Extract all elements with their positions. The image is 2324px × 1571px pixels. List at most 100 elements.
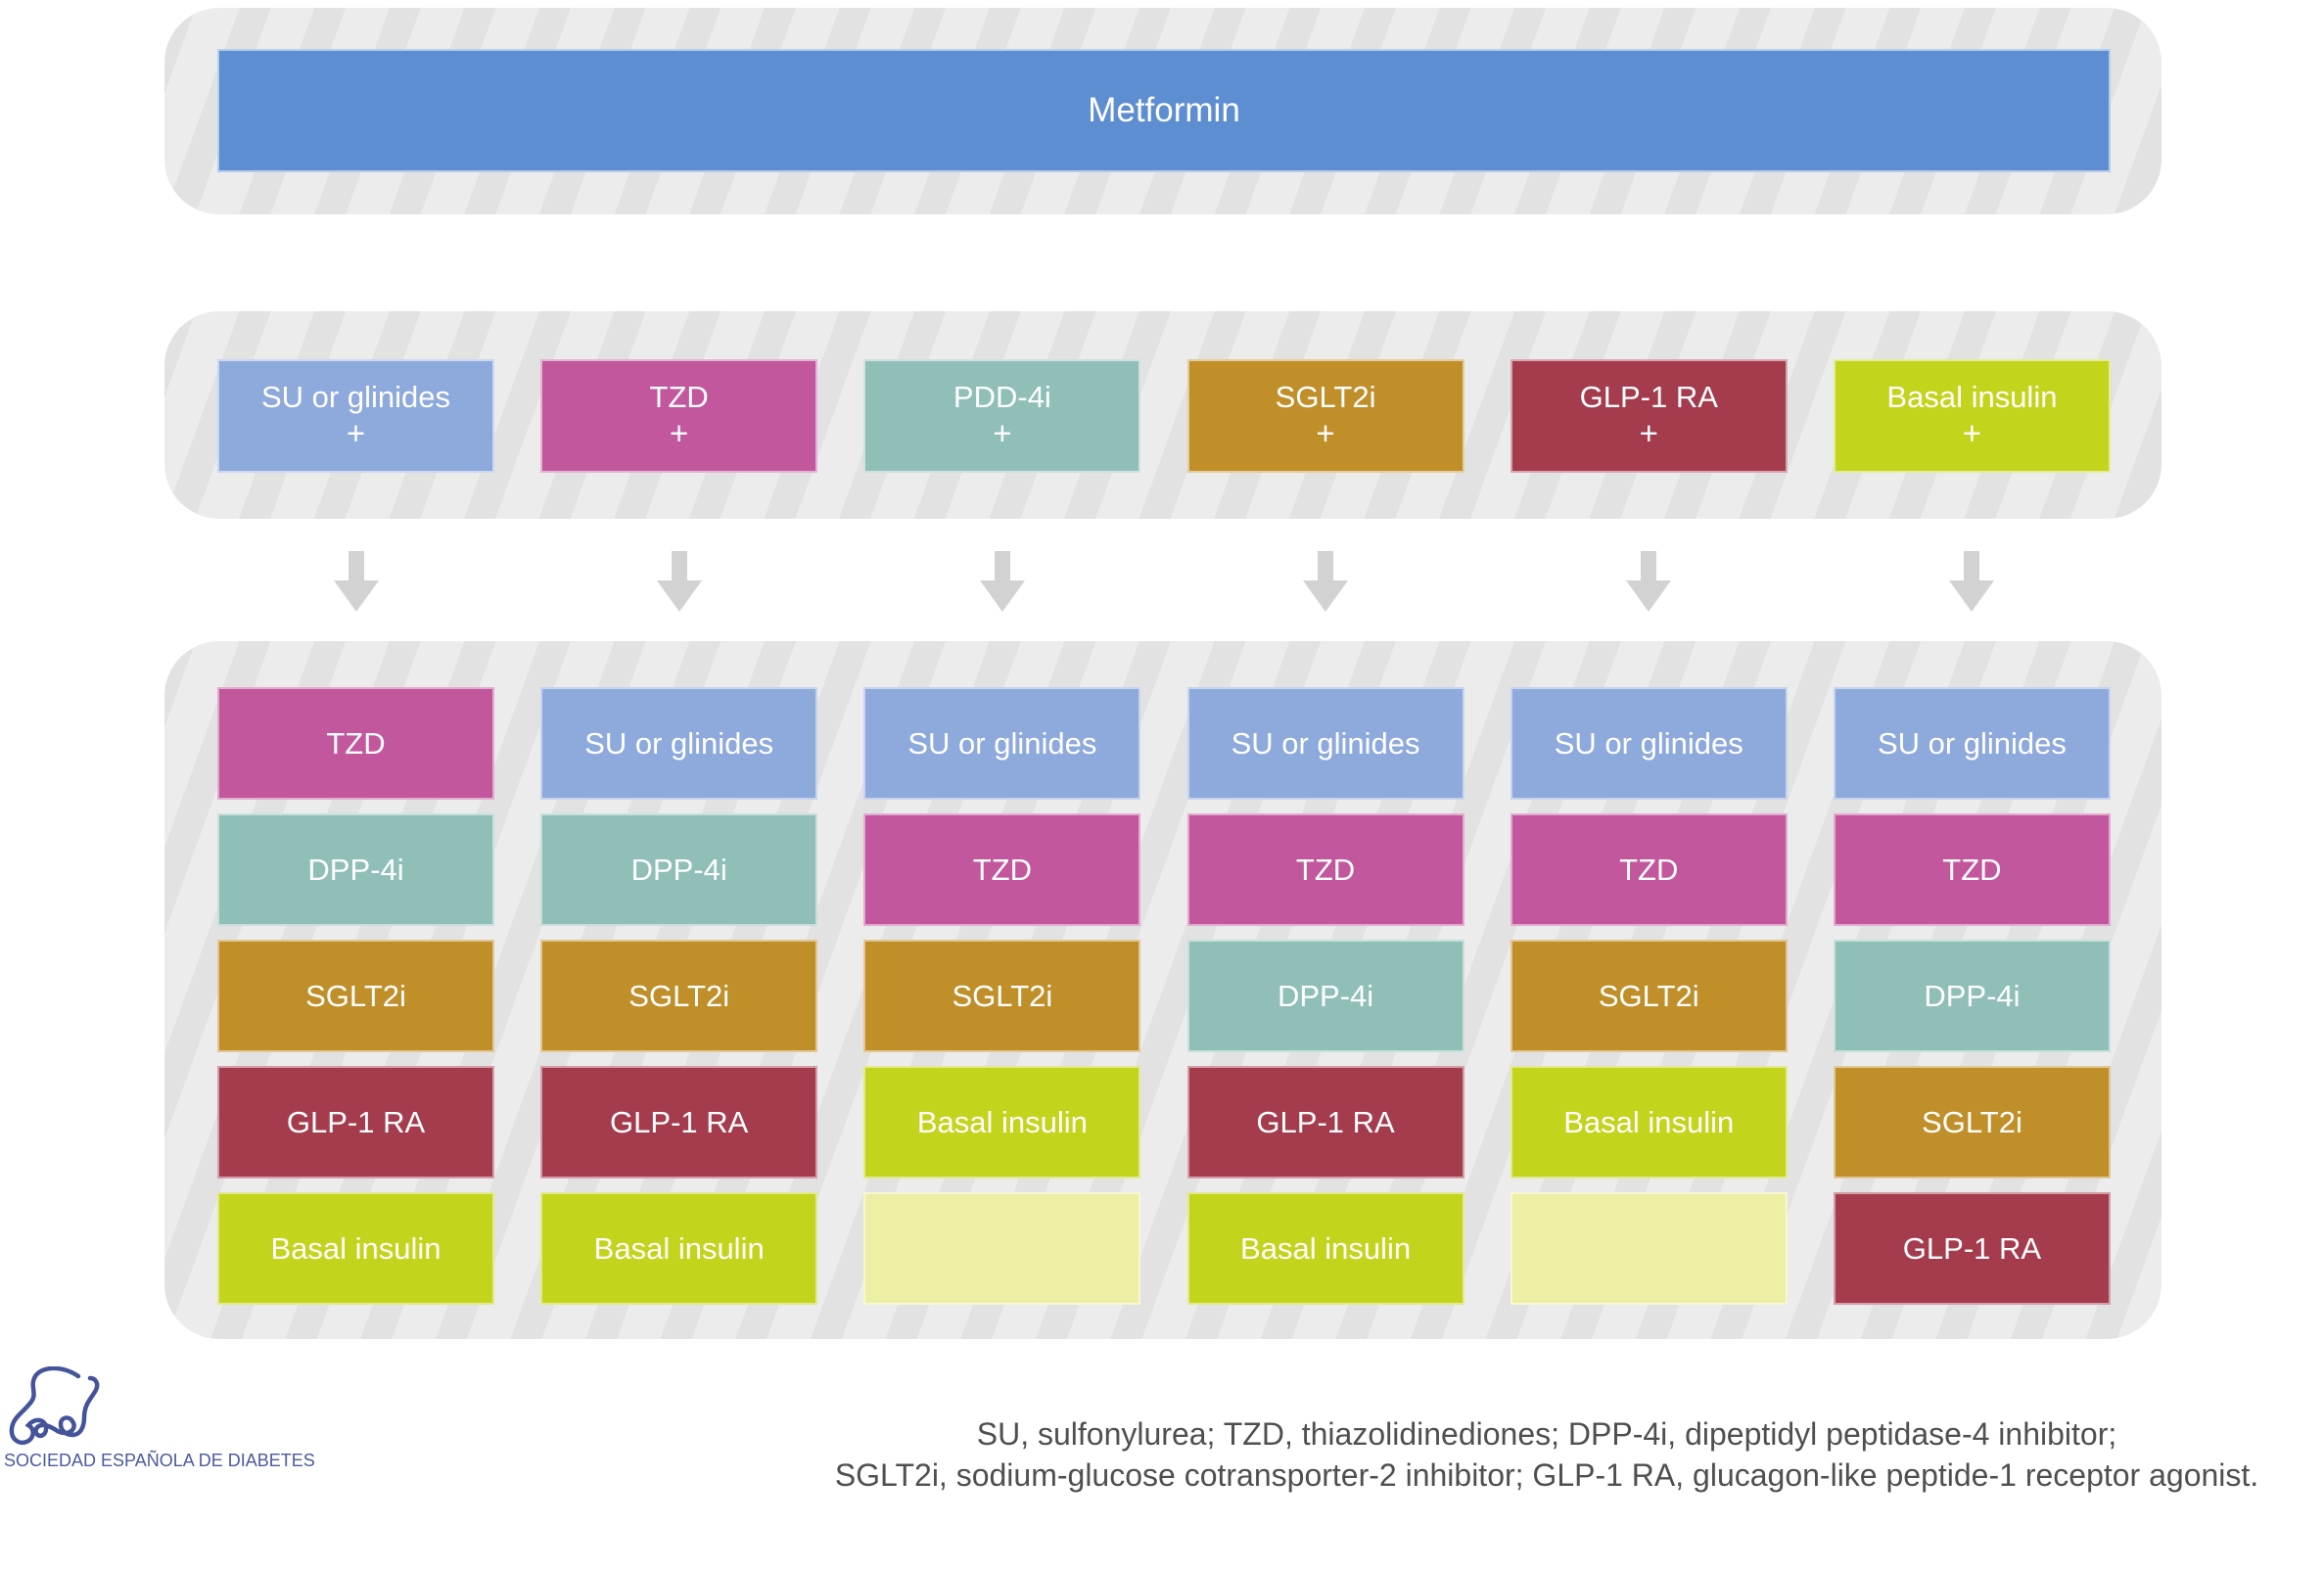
combination-box: Basal insulin +	[1833, 359, 2111, 473]
down-arrow-icon	[1303, 551, 1349, 612]
option-column: SU or glinides DPP-4i SGLT2i GLP-1 RA Ba…	[540, 687, 818, 1305]
option-cell-label: TZD	[1295, 852, 1356, 887]
option-cell-label: DPP-4i	[630, 852, 727, 887]
option-cell: Basal insulin	[1186, 1192, 1464, 1305]
option-cell: SU or glinides	[540, 687, 818, 800]
option-column: TZD DPP-4i SGLT2i GLP-1 RA Basal insulin	[217, 687, 494, 1305]
arrows-row	[217, 551, 2111, 614]
logo-subtitle: SOCIEDAD ESPAÑOLA DE DIABETES	[4, 1451, 315, 1470]
combination-row: SU or glinides + TZD + PDD-4i + SGLT2i +…	[217, 359, 2111, 473]
option-cell: SGLT2i	[540, 940, 818, 1052]
combination-box-label: Basal insulin	[1886, 380, 2058, 414]
combination-panel: SU or glinides + TZD + PDD-4i + SGLT2i +…	[164, 311, 2161, 519]
combination-box: PDD-4i +	[863, 359, 1141, 473]
metformin-label: Metformin	[1088, 91, 1240, 129]
down-arrow-icon	[656, 551, 702, 612]
metformin-bar: Metformin	[217, 49, 2111, 172]
combination-box-label: TZD	[649, 380, 709, 414]
option-cell: SGLT2i	[863, 940, 1141, 1052]
option-cell: DPP-4i	[1833, 940, 2111, 1052]
option-cell: GLP-1 RA	[217, 1066, 494, 1178]
sed-logo	[9, 1366, 100, 1446]
option-cell: DPP-4i	[217, 813, 494, 926]
empty-cell	[1510, 1192, 1788, 1305]
option-cell-label: SU or glinides	[584, 725, 774, 761]
option-cell-label: Basal insulin	[1563, 1104, 1735, 1139]
down-arrow-icon	[1949, 551, 1995, 612]
option-column: SU or glinides TZD DPP-4i GLP-1 RA Basal…	[1186, 687, 1464, 1305]
option-cell: SGLT2i	[1833, 1066, 2111, 1178]
option-cell: SGLT2i	[1510, 940, 1788, 1052]
option-cell-label: GLP-1 RA	[286, 1104, 426, 1139]
option-column: SU or glinides TZD DPP-4i SGLT2i GLP-1 R…	[1833, 687, 2111, 1305]
option-cell-label: SU or glinides	[1554, 725, 1743, 761]
options-panel: TZD DPP-4i SGLT2i GLP-1 RA Basal insulin…	[164, 641, 2161, 1339]
combination-box: GLP-1 RA +	[1510, 359, 1788, 473]
option-cell-label: GLP-1 RA	[1256, 1104, 1395, 1139]
plus-sign: +	[993, 415, 1012, 451]
option-cell-label: SGLT2i	[952, 978, 1053, 1013]
arrow-slot	[540, 551, 817, 614]
option-cell-label: DPP-4i	[307, 852, 404, 887]
plus-sign: +	[670, 415, 689, 451]
option-cell: SGLT2i	[217, 940, 494, 1052]
option-cell: TZD	[863, 813, 1141, 926]
down-arrow-icon	[333, 551, 379, 612]
option-cell: TZD	[1186, 813, 1464, 926]
option-cell-label: DPP-4i	[1277, 978, 1374, 1013]
combination-box-label: GLP-1 RA	[1579, 380, 1718, 414]
option-column: SU or glinides TZD SGLT2i Basal insulin	[863, 687, 1141, 1305]
arrow-slot	[1187, 551, 1464, 614]
option-cell-label: Basal insulin	[593, 1230, 765, 1266]
arrow-slot	[1834, 551, 2111, 614]
option-cell-label: SU or glinides	[907, 725, 1097, 761]
option-cell-label: GLP-1 RA	[610, 1104, 749, 1139]
combination-box-label: SU or glinides	[261, 380, 450, 414]
option-cell: DPP-4i	[540, 813, 818, 926]
option-cell-label: SGLT2i	[628, 978, 730, 1013]
option-cell: SU or glinides	[1833, 687, 2111, 800]
option-cell-label: TZD	[326, 725, 386, 761]
option-cell: Basal insulin	[863, 1066, 1141, 1178]
combination-box-label: SGLT2i	[1275, 380, 1376, 414]
option-cell-label: Basal insulin	[1240, 1230, 1412, 1266]
option-cell-label: SGLT2i	[1922, 1104, 2022, 1139]
arrow-slot	[1511, 551, 1788, 614]
option-cell-label: SU or glinides	[1231, 725, 1420, 761]
option-cell: Basal insulin	[217, 1192, 494, 1305]
legend-line-2: SGLT2i, sodium-glucose cotransporter-2 i…	[834, 1457, 2259, 1493]
down-arrow-icon	[979, 551, 1025, 612]
metformin-panel: Metformin	[164, 8, 2161, 214]
option-cell-label: Basal insulin	[270, 1230, 442, 1266]
option-cell: GLP-1 RA	[1833, 1192, 2111, 1305]
combination-box: TZD +	[540, 359, 818, 473]
option-cell: Basal insulin	[540, 1192, 818, 1305]
legend-line-1: SU, sulfonylurea; TZD, thiazolidinedione…	[976, 1416, 2117, 1452]
option-cell-label: GLP-1 RA	[1902, 1230, 2042, 1266]
arrow-slot	[863, 551, 1140, 614]
combination-box: SU or glinides +	[217, 359, 494, 473]
options-grid: TZD DPP-4i SGLT2i GLP-1 RA Basal insulin…	[217, 687, 2111, 1305]
option-cell-label: SGLT2i	[305, 978, 406, 1013]
option-cell-label: TZD	[1942, 852, 2002, 887]
option-cell-label: TZD	[1619, 852, 1679, 887]
arrow-slot	[217, 551, 494, 614]
plus-sign: +	[1316, 415, 1335, 451]
empty-cell	[863, 1192, 1141, 1305]
plus-sign: +	[1639, 415, 1658, 451]
option-cell-label: DPP-4i	[1924, 978, 2021, 1013]
option-column: SU or glinides TZD SGLT2i Basal insulin	[1510, 687, 1788, 1305]
option-cell: SU or glinides	[1186, 687, 1464, 800]
combination-box: SGLT2i +	[1186, 359, 1464, 473]
down-arrow-icon	[1626, 551, 1672, 612]
option-cell: DPP-4i	[1186, 940, 1464, 1052]
option-cell-label: SU or glinides	[1877, 725, 2067, 761]
combination-box-label: PDD-4i	[953, 380, 1051, 414]
option-cell: SU or glinides	[863, 687, 1141, 800]
option-cell-label: Basal insulin	[916, 1104, 1088, 1139]
option-cell: TZD	[217, 687, 494, 800]
option-cell: GLP-1 RA	[540, 1066, 818, 1178]
option-cell-label: SGLT2i	[1598, 978, 1699, 1013]
option-cell: TZD	[1833, 813, 2111, 926]
